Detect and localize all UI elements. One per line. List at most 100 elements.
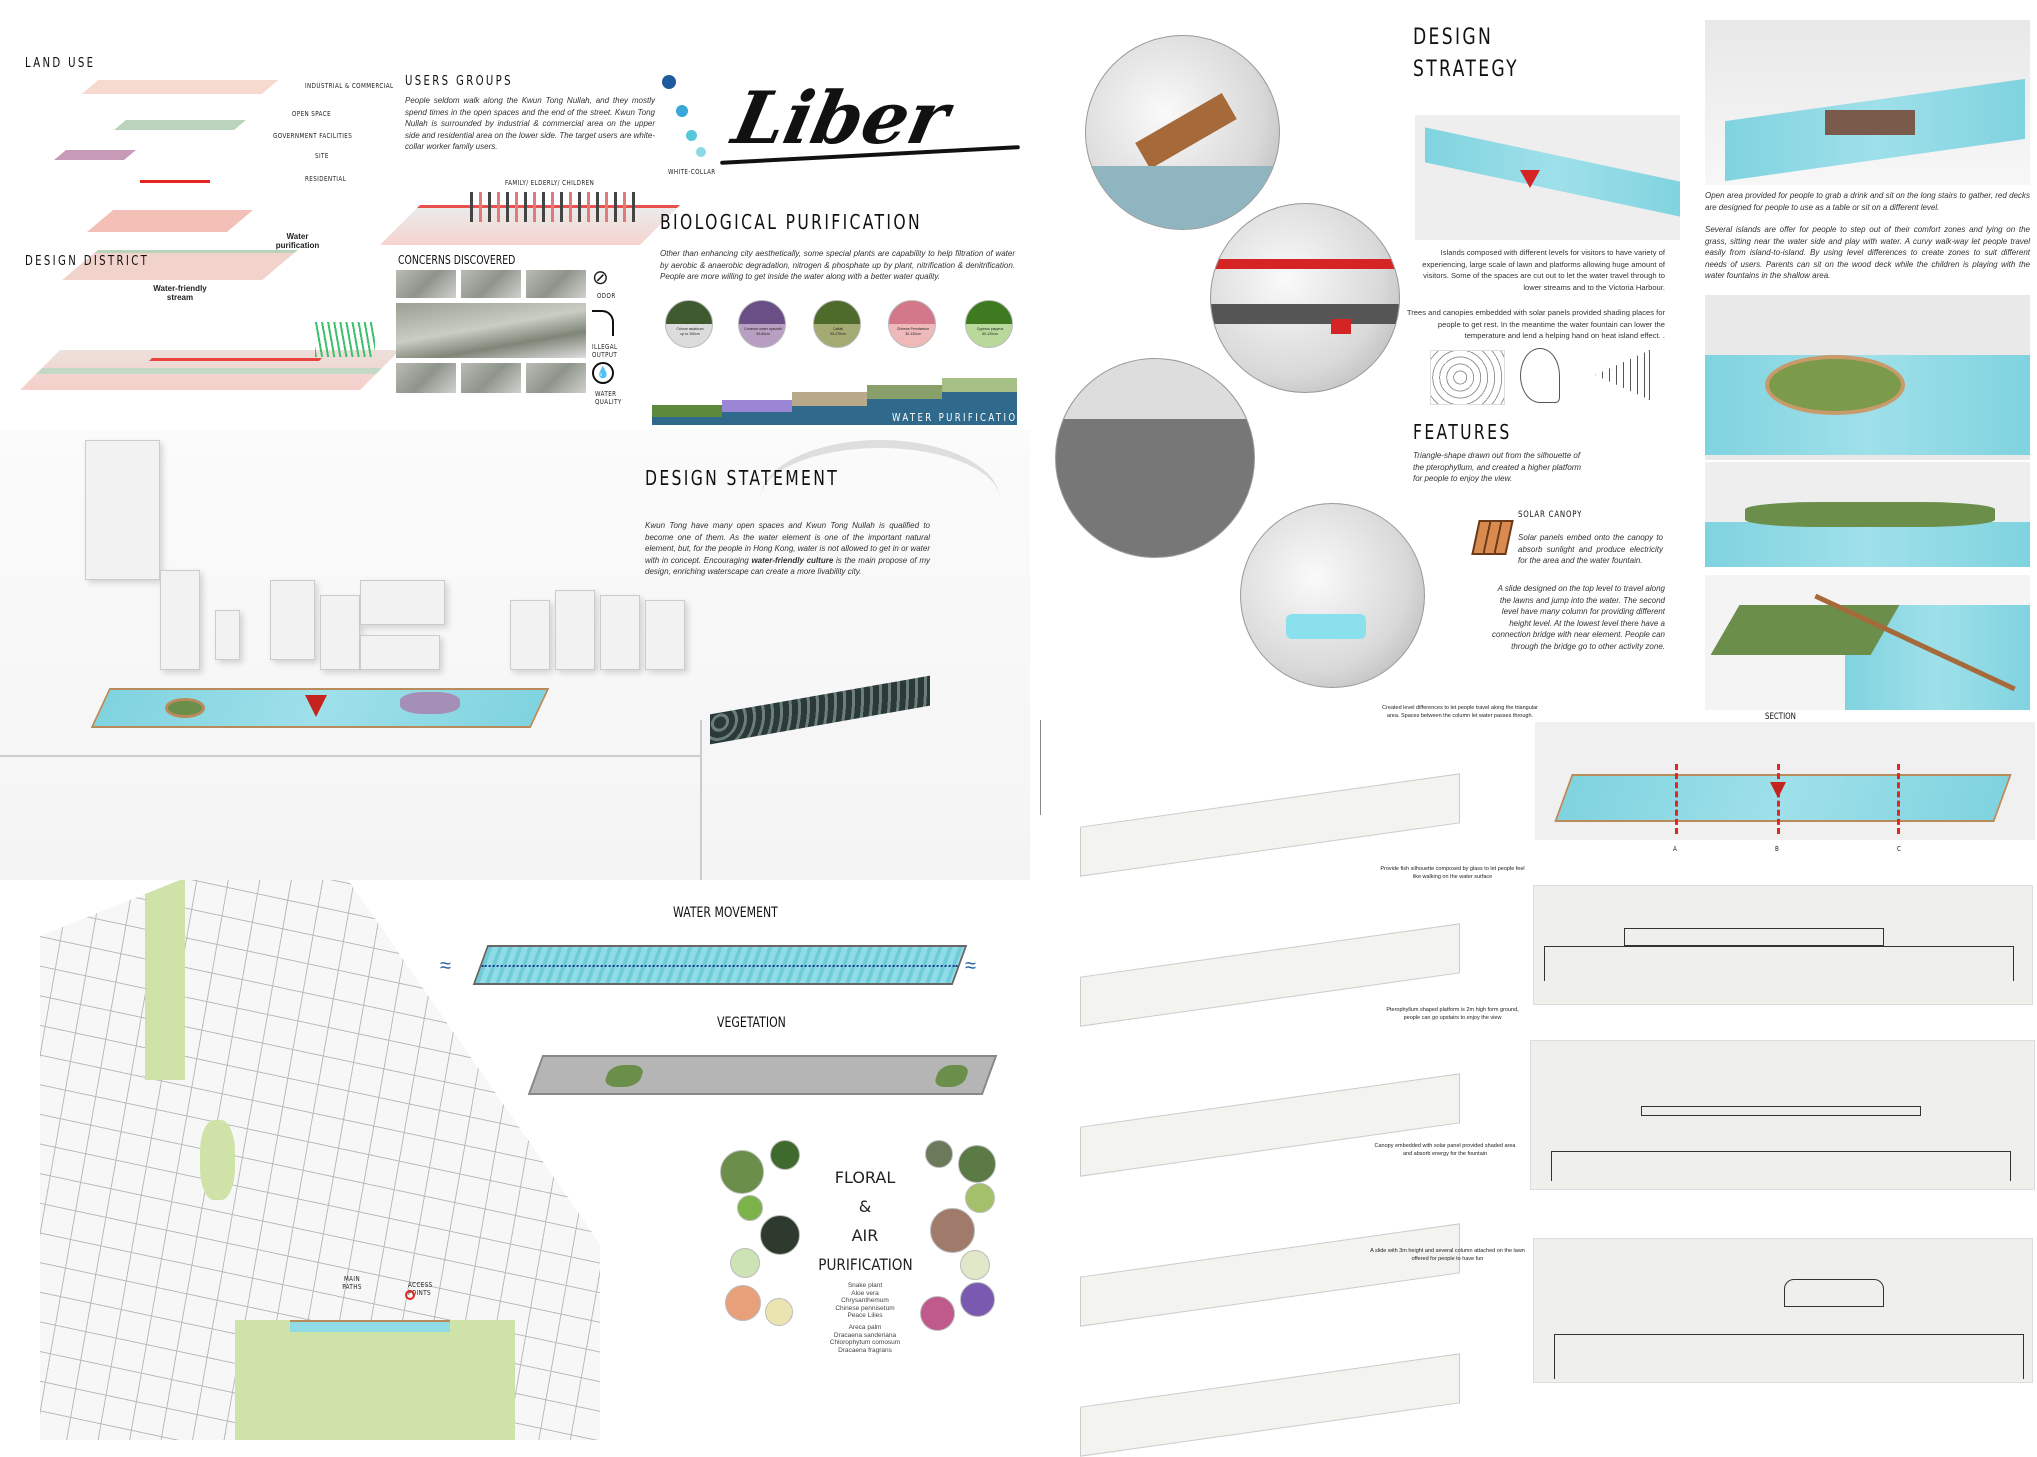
axon-note-2: Provide fish silhouette composed by glas…: [1380, 866, 1525, 880]
design-strategy-title: DESIGN STRATEGY: [1413, 22, 1519, 86]
main-paths-label: MAIN PATHS: [342, 1275, 362, 1291]
water-purification-banner: WATER PURIFICATION: [892, 411, 1027, 424]
vignette-fish-glass: [1240, 503, 1425, 688]
solar-canopy-text: Solar panels embed onto the canopy to ab…: [1518, 533, 1663, 565]
plant-item: Areca palm: [848, 1323, 882, 1331]
plant-item: Dracaena fragrans: [838, 1346, 892, 1354]
legend-open-space: OPEN SPACE: [292, 110, 332, 118]
floral-line: PURIFICATION: [818, 1255, 913, 1274]
sketch-islands: [1430, 350, 1505, 405]
solar-panel-icon: [1471, 520, 1514, 555]
render-bridge: [1705, 575, 2030, 710]
render-solar-canopy: [1705, 462, 2030, 567]
plant-item: Peace Lilies: [847, 1312, 883, 1320]
sketch-pterophyllum: [1520, 348, 1560, 403]
vegetation-strip: [527, 1055, 998, 1095]
wave-icon-left: ≈: [440, 955, 451, 977]
plant-name: Chinese Pennisetum: [896, 327, 930, 331]
biological-text: Other than enhancing city aesthetically,…: [660, 249, 1015, 281]
statement-text-part: is the main propose of my design, enrich…: [645, 555, 930, 577]
vegetation-title: VEGETATION: [717, 1015, 786, 1031]
title-line: DESIGN: [1413, 25, 1494, 50]
section-plan: [1535, 722, 2035, 840]
section-marker-b: B: [1775, 845, 1780, 853]
statement-bold: water-friendly culture: [751, 555, 834, 565]
water-drop-icon: 💧: [592, 362, 614, 384]
plant-size: 60-120cm: [982, 332, 998, 336]
users-groups-text: People seldom walk along the Kwun Tong N…: [405, 96, 655, 151]
axon-note-3: Pterophyllum shaped platform is 2m high …: [1386, 1007, 1519, 1021]
plant-item: Aloe vera: [851, 1289, 879, 1297]
floral-line: AIR: [851, 1226, 879, 1245]
plant-item: Chlorophytum comosum: [829, 1339, 901, 1347]
strategy-text-1: Islands composed with different levels f…: [1422, 248, 1665, 292]
vignette-stools: [1055, 358, 1255, 558]
statement-wave: [760, 440, 1000, 560]
pipe-icon: [592, 310, 614, 336]
plant-size: 30-120cm: [905, 332, 921, 336]
title-line: STRATEGY: [1413, 57, 1519, 82]
section-b: [1530, 1040, 2035, 1190]
tree-row: [710, 675, 930, 745]
label-water-purification: Water purification: [275, 232, 320, 250]
legend-industrial: INDUSTRIAL & COMMERCIAL: [305, 82, 394, 90]
render-island-trees: [1705, 295, 2030, 460]
reed-plants: [315, 322, 375, 357]
land-use-title: LAND USE: [25, 56, 96, 71]
strategy-render: [1415, 115, 1680, 240]
plant-size: 30-60cm: [756, 332, 770, 336]
concerns-title: CONCERNS DISCOVERED: [398, 253, 516, 267]
axon-note-5: A slide with 3m height and several colum…: [1370, 1248, 1525, 1262]
icon-label-illegal-output: ILLEGAL OUTPUT: [592, 343, 618, 359]
right-text-2: Several islands are offer for people to …: [1705, 225, 2030, 280]
plant-size: 90-270cm: [830, 332, 846, 336]
slide-text: A slide designed on the top level to tra…: [1492, 584, 1665, 651]
floral-title: FLORAL & AIR PURIFICATION: [810, 1163, 920, 1279]
plant-name: Cyperus papyrus: [976, 327, 1004, 331]
section-c: [1533, 1238, 2033, 1383]
floral-line: &: [858, 1197, 872, 1216]
liber-logo: Liber: [720, 75, 1020, 170]
strategy-text-2: Trees and canopies embedded with solar p…: [1406, 308, 1665, 340]
users-groups-title: USERS GROUPS: [405, 74, 513, 89]
plant-name: Crinum asiaticum: [676, 327, 704, 331]
render-open-area: [1705, 20, 2030, 185]
plant-item: Snake plant: [847, 1282, 883, 1289]
statement-text-part: Kwun Tong have many open spaces and Kwun…: [645, 521, 930, 565]
access-point-marker: [405, 1290, 415, 1300]
label-water-friendly-stream: Water-friendly stream: [153, 284, 207, 302]
icon-label-water-quality: WATER QUALITY: [595, 390, 622, 406]
plant-name: Common water hyacinth: [744, 327, 782, 331]
features-text: Triangle-shape drawn out from the silhou…: [1413, 451, 1582, 483]
users-silhouettes: [470, 192, 640, 222]
design-statement-title: DESIGN STATEMENT: [645, 466, 840, 490]
features-title: FEATURES: [1413, 420, 1512, 444]
legend-government: GOVERNMENT FACILITIES: [273, 132, 353, 140]
legend-residential: RESIDENTIAL: [305, 175, 347, 183]
vignette-stairs: [1085, 35, 1280, 230]
wave-icon-right: ≈: [965, 955, 976, 977]
logo-text: Liber: [725, 75, 957, 160]
sketch-fish: [1595, 350, 1650, 400]
section-marker-c: C: [1897, 845, 1902, 853]
legend-site: SITE: [315, 152, 329, 160]
water-movement-title: WATER MOVEMENT: [673, 905, 778, 921]
users-flow-icons: [662, 75, 714, 160]
plant-item: Chinese pennisetum: [835, 1304, 895, 1312]
floral-plant-photos: [720, 1140, 1020, 1340]
axon-strips: [1040, 700, 1460, 1457]
planter-beds: WATER PURIFICATION: [652, 370, 1024, 425]
design-statement-text: Kwun Tong have many open spaces and Kwun…: [645, 520, 930, 578]
axon-note-1: Created level differences to let people …: [1382, 705, 1538, 719]
section-marker-a: A: [1673, 845, 1678, 853]
no-odor-icon: ⊘: [592, 267, 609, 289]
label-white-collar: WHITE-COLLAR: [668, 168, 716, 176]
axon-note-4: Canopy embedded with solar panel provide…: [1374, 1143, 1516, 1157]
plant-item: Chrysanthemum: [841, 1297, 889, 1305]
